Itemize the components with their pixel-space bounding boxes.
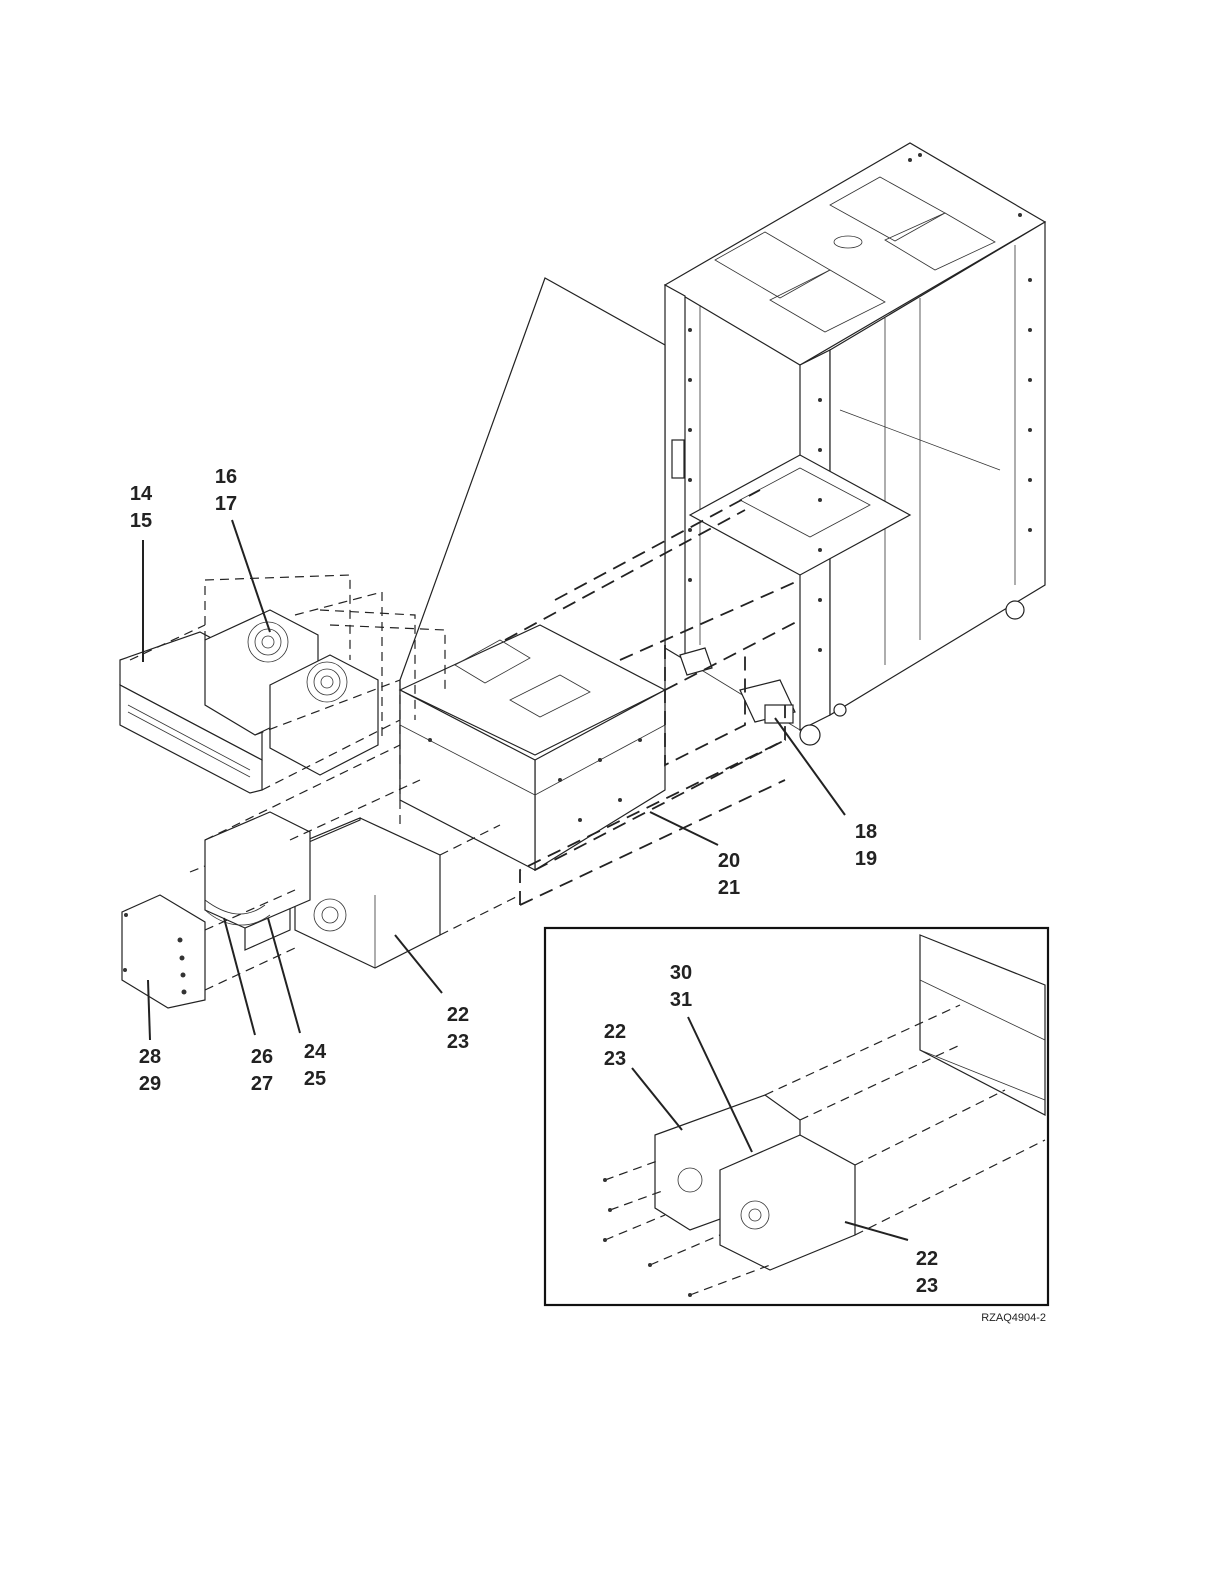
- callout-18-19-line2: 19: [855, 848, 877, 870]
- inset-callout-22-23a-line1: 22: [604, 1021, 626, 1043]
- callout-16-17-line1: 16: [215, 466, 237, 488]
- callout-20-21-line2: 21: [718, 877, 740, 899]
- callout-20-21-line1: 20: [718, 850, 740, 872]
- callout-28-29-line1: 28: [139, 1046, 161, 1068]
- callout-28-29-line2: 29: [139, 1073, 161, 1095]
- callout-14-15-line2: 15: [130, 510, 152, 532]
- figure-id: RZAQ4904-2: [981, 1312, 1046, 1324]
- callout-14-15-line1: 14: [130, 483, 153, 505]
- callout-26-27-line2: 27: [251, 1073, 273, 1095]
- inset-callout-30-31-line1: 30: [670, 962, 692, 984]
- callout-22-23-line2: 23: [447, 1031, 469, 1053]
- power-modules: [122, 812, 440, 1008]
- inset-callout-22-23b-line2: 23: [916, 1275, 938, 1297]
- callout-18-19-line1: 18: [855, 821, 877, 843]
- inset-callout-22-23a-line2: 23: [604, 1048, 626, 1070]
- inset-detail: [545, 928, 1048, 1305]
- callout-26-27-line1: 26: [251, 1046, 273, 1068]
- callout-16-17-line2: 17: [215, 493, 237, 515]
- callout-24-25-line1: 24: [304, 1041, 327, 1063]
- callout-24-25-line2: 25: [304, 1068, 326, 1090]
- inset-callout-22-23b-line1: 22: [916, 1248, 938, 1270]
- callout-22-23-line1: 22: [447, 1004, 469, 1026]
- rack-frame: [665, 143, 1045, 745]
- inset-callout-30-31-line2: 31: [670, 989, 692, 1011]
